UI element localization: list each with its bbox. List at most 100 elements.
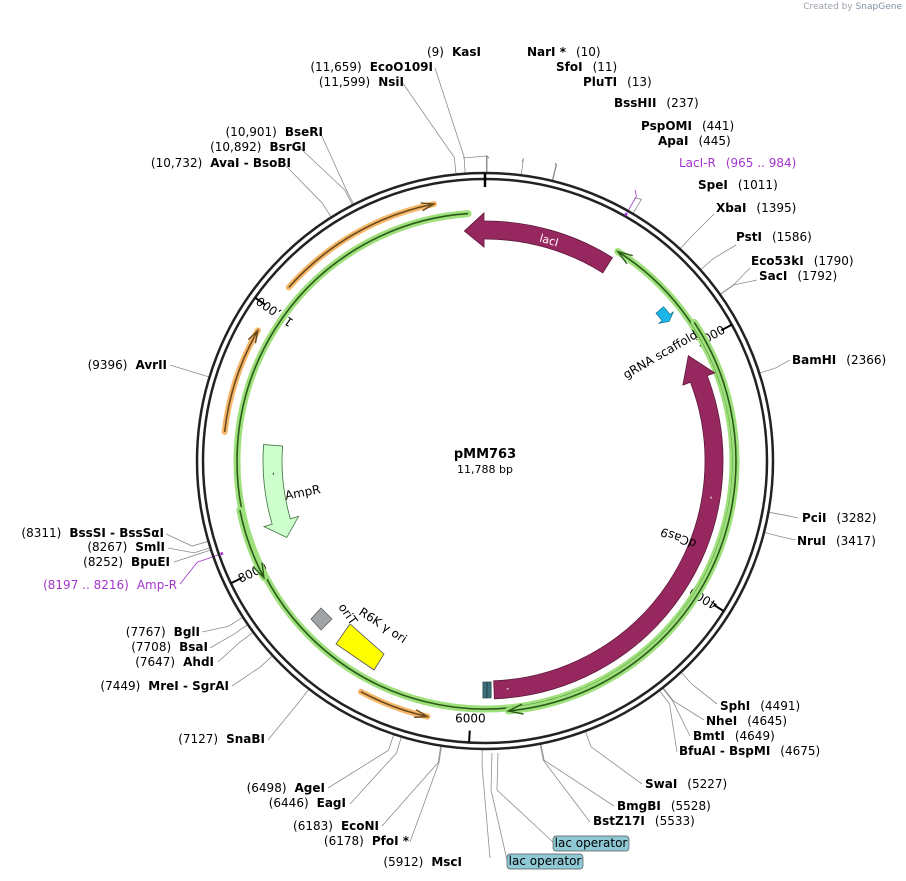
site-bstz17i[interactable]: BstZ17I(5533) bbox=[593, 814, 695, 828]
tick-6000 bbox=[468, 730, 471, 743]
leader-20 bbox=[585, 731, 643, 785]
site-sphi[interactable]: SphI(4491) bbox=[720, 699, 800, 713]
site-ecoo109i[interactable]: (11,659)EcoO109I bbox=[310, 60, 433, 74]
orange-arc-1 bbox=[223, 330, 259, 432]
site-avai-bsobi[interactable]: (10,732)AvaI - BsoBI bbox=[151, 156, 291, 170]
site-nari[interactable]: NarI *(10) bbox=[527, 45, 601, 59]
snapgene-logo: SnapGene bbox=[855, 2, 902, 12]
leader-3 bbox=[486, 155, 490, 173]
leader-31 bbox=[209, 624, 248, 649]
site-bsshii[interactable]: BssHII(237) bbox=[614, 96, 699, 110]
site-bseri[interactable]: (10,901)BseRI bbox=[226, 125, 324, 139]
leader-12 bbox=[720, 279, 758, 295]
site-ahdi[interactable]: (7647)AhdI bbox=[135, 655, 214, 669]
primer-amp-r[interactable]: (8197 .. 8216)Amp-R bbox=[43, 578, 177, 592]
site-bsai[interactable]: (7708)BsaI bbox=[131, 640, 208, 654]
site-smli[interactable]: (8267)SmlI bbox=[87, 540, 165, 554]
credit-prefix: Created by bbox=[803, 2, 853, 12]
orange-arrowhead-0 bbox=[414, 709, 430, 719]
leader-8 bbox=[632, 197, 643, 214]
leader-18 bbox=[662, 688, 691, 737]
site-pfoi[interactable]: (6178)PfoI * bbox=[324, 834, 410, 848]
site-eagi[interactable]: (6446)EagI bbox=[269, 796, 346, 810]
site-spei[interactable]: SpeI(1011) bbox=[698, 178, 778, 192]
orange-arrowhead-2 bbox=[420, 202, 437, 212]
green-arc-2 bbox=[239, 509, 265, 579]
site-snabi[interactable]: (7127)SnaBI bbox=[178, 732, 265, 746]
leader-22 bbox=[539, 744, 591, 823]
leader-33 bbox=[179, 554, 220, 585]
lac-operator-mark-1 bbox=[486, 681, 492, 699]
credit: Created by SnapGene bbox=[803, 2, 902, 12]
site-labels: (9)KasI NarI *(10) SfoI(11) PluTI(13) Bs… bbox=[21, 45, 886, 869]
site-swai[interactable]: SwaI(5227) bbox=[645, 777, 727, 791]
plasmid-length: 11,788 bp bbox=[457, 463, 513, 476]
site-bmgbi[interactable]: BmgBI(5528) bbox=[617, 799, 711, 813]
site-msci[interactable]: (5912)MscI bbox=[383, 855, 462, 869]
site-bmti[interactable]: BmtI(4649) bbox=[693, 729, 775, 743]
green-arrowhead-2 bbox=[252, 562, 265, 580]
amp-r-primer-mark bbox=[220, 551, 224, 556]
leader-19 bbox=[659, 690, 678, 753]
leader-7 bbox=[624, 189, 637, 217]
leader-39 bbox=[299, 147, 353, 205]
site-pspomi[interactable]: PspOMI(441) bbox=[641, 119, 734, 133]
leader-41 bbox=[401, 81, 457, 174]
leader-11 bbox=[720, 267, 751, 295]
leader-37 bbox=[169, 364, 209, 378]
site-pcii[interactable]: PciI(3282) bbox=[802, 511, 876, 525]
leader-4 bbox=[521, 158, 524, 175]
site-bsrgi[interactable]: (10,892)BsrGI bbox=[210, 140, 306, 154]
lac-operator-1-label: lac operator bbox=[555, 836, 628, 850]
leader-40 bbox=[319, 131, 354, 204]
ampr-label: AmpR bbox=[284, 482, 322, 503]
ampr-arrow bbox=[262, 444, 300, 539]
dcas9-arrow bbox=[493, 354, 724, 700]
lac-operator-mark-2 bbox=[482, 681, 488, 699]
leader-36 bbox=[165, 533, 208, 547]
site-bpuei[interactable]: (8252)BpuEI bbox=[83, 555, 170, 569]
leader-24 bbox=[409, 746, 442, 843]
lac-operator-1[interactable]: lac operator bbox=[552, 835, 630, 852]
leader-42 bbox=[434, 67, 466, 173]
tick-8000 bbox=[230, 577, 243, 585]
leader-13 bbox=[760, 359, 791, 374]
tick-label-6000: 6000 bbox=[455, 712, 486, 726]
site-mrei-sgrai[interactable]: (7449)MreI - SgrAI bbox=[100, 679, 229, 693]
leader-6 bbox=[552, 162, 558, 181]
site-nsii[interactable]: (11,599)NsiI bbox=[319, 75, 404, 89]
site-bamhi[interactable]: BamHI(2366) bbox=[792, 353, 886, 367]
leader-28 bbox=[267, 689, 309, 741]
site-agei[interactable]: (6498)AgeI bbox=[247, 781, 325, 795]
site-nrui[interactable]: NruI(3417) bbox=[797, 534, 876, 548]
leader-14 bbox=[769, 511, 799, 519]
orit-shape bbox=[310, 607, 333, 631]
green-arc-1 bbox=[508, 322, 737, 712]
site-xbai[interactable]: XbaI(1395) bbox=[716, 201, 796, 215]
site-bgli[interactable]: (7767)BglI bbox=[126, 625, 200, 639]
grna-scaffold-arrow bbox=[655, 306, 674, 324]
site-apai[interactable]: ApaI(445) bbox=[658, 134, 731, 148]
green-arrowhead-0 bbox=[616, 250, 633, 265]
orange-arc-2 bbox=[288, 203, 435, 288]
leader-17 bbox=[663, 688, 705, 721]
leader-27 bbox=[327, 735, 394, 789]
dcas9-label: dCas9 bbox=[658, 525, 698, 551]
site-bfuai-bspmi[interactable]: BfuAI - BspMI(4675) bbox=[679, 744, 820, 758]
site-econi[interactable]: (6183)EcoNI bbox=[293, 819, 379, 833]
site-avrii[interactable]: (9396)AvrII bbox=[88, 358, 167, 372]
lac-operator-2[interactable]: lac operator bbox=[506, 853, 584, 870]
site-eco53ki[interactable]: Eco53kI(1790) bbox=[751, 254, 854, 268]
primer-laci-r[interactable]: LacI-R(965 .. 984) bbox=[679, 156, 796, 170]
site-saci[interactable]: SacI(1792) bbox=[759, 269, 837, 283]
leader-lac-operator-2 bbox=[490, 752, 508, 861]
site-kasi[interactable]: (9)KasI bbox=[427, 45, 481, 59]
r6k-ori-shape bbox=[335, 623, 385, 671]
site-psti[interactable]: PstI(1586) bbox=[736, 230, 812, 244]
site-sfoi[interactable]: SfoI(11) bbox=[556, 60, 617, 74]
site-bsssi[interactable]: (8311)BssSI - BssSαI bbox=[21, 526, 164, 540]
site-nhei[interactable]: NheI(4645) bbox=[706, 714, 787, 728]
site-pluti[interactable]: PluTI(13) bbox=[583, 75, 652, 89]
